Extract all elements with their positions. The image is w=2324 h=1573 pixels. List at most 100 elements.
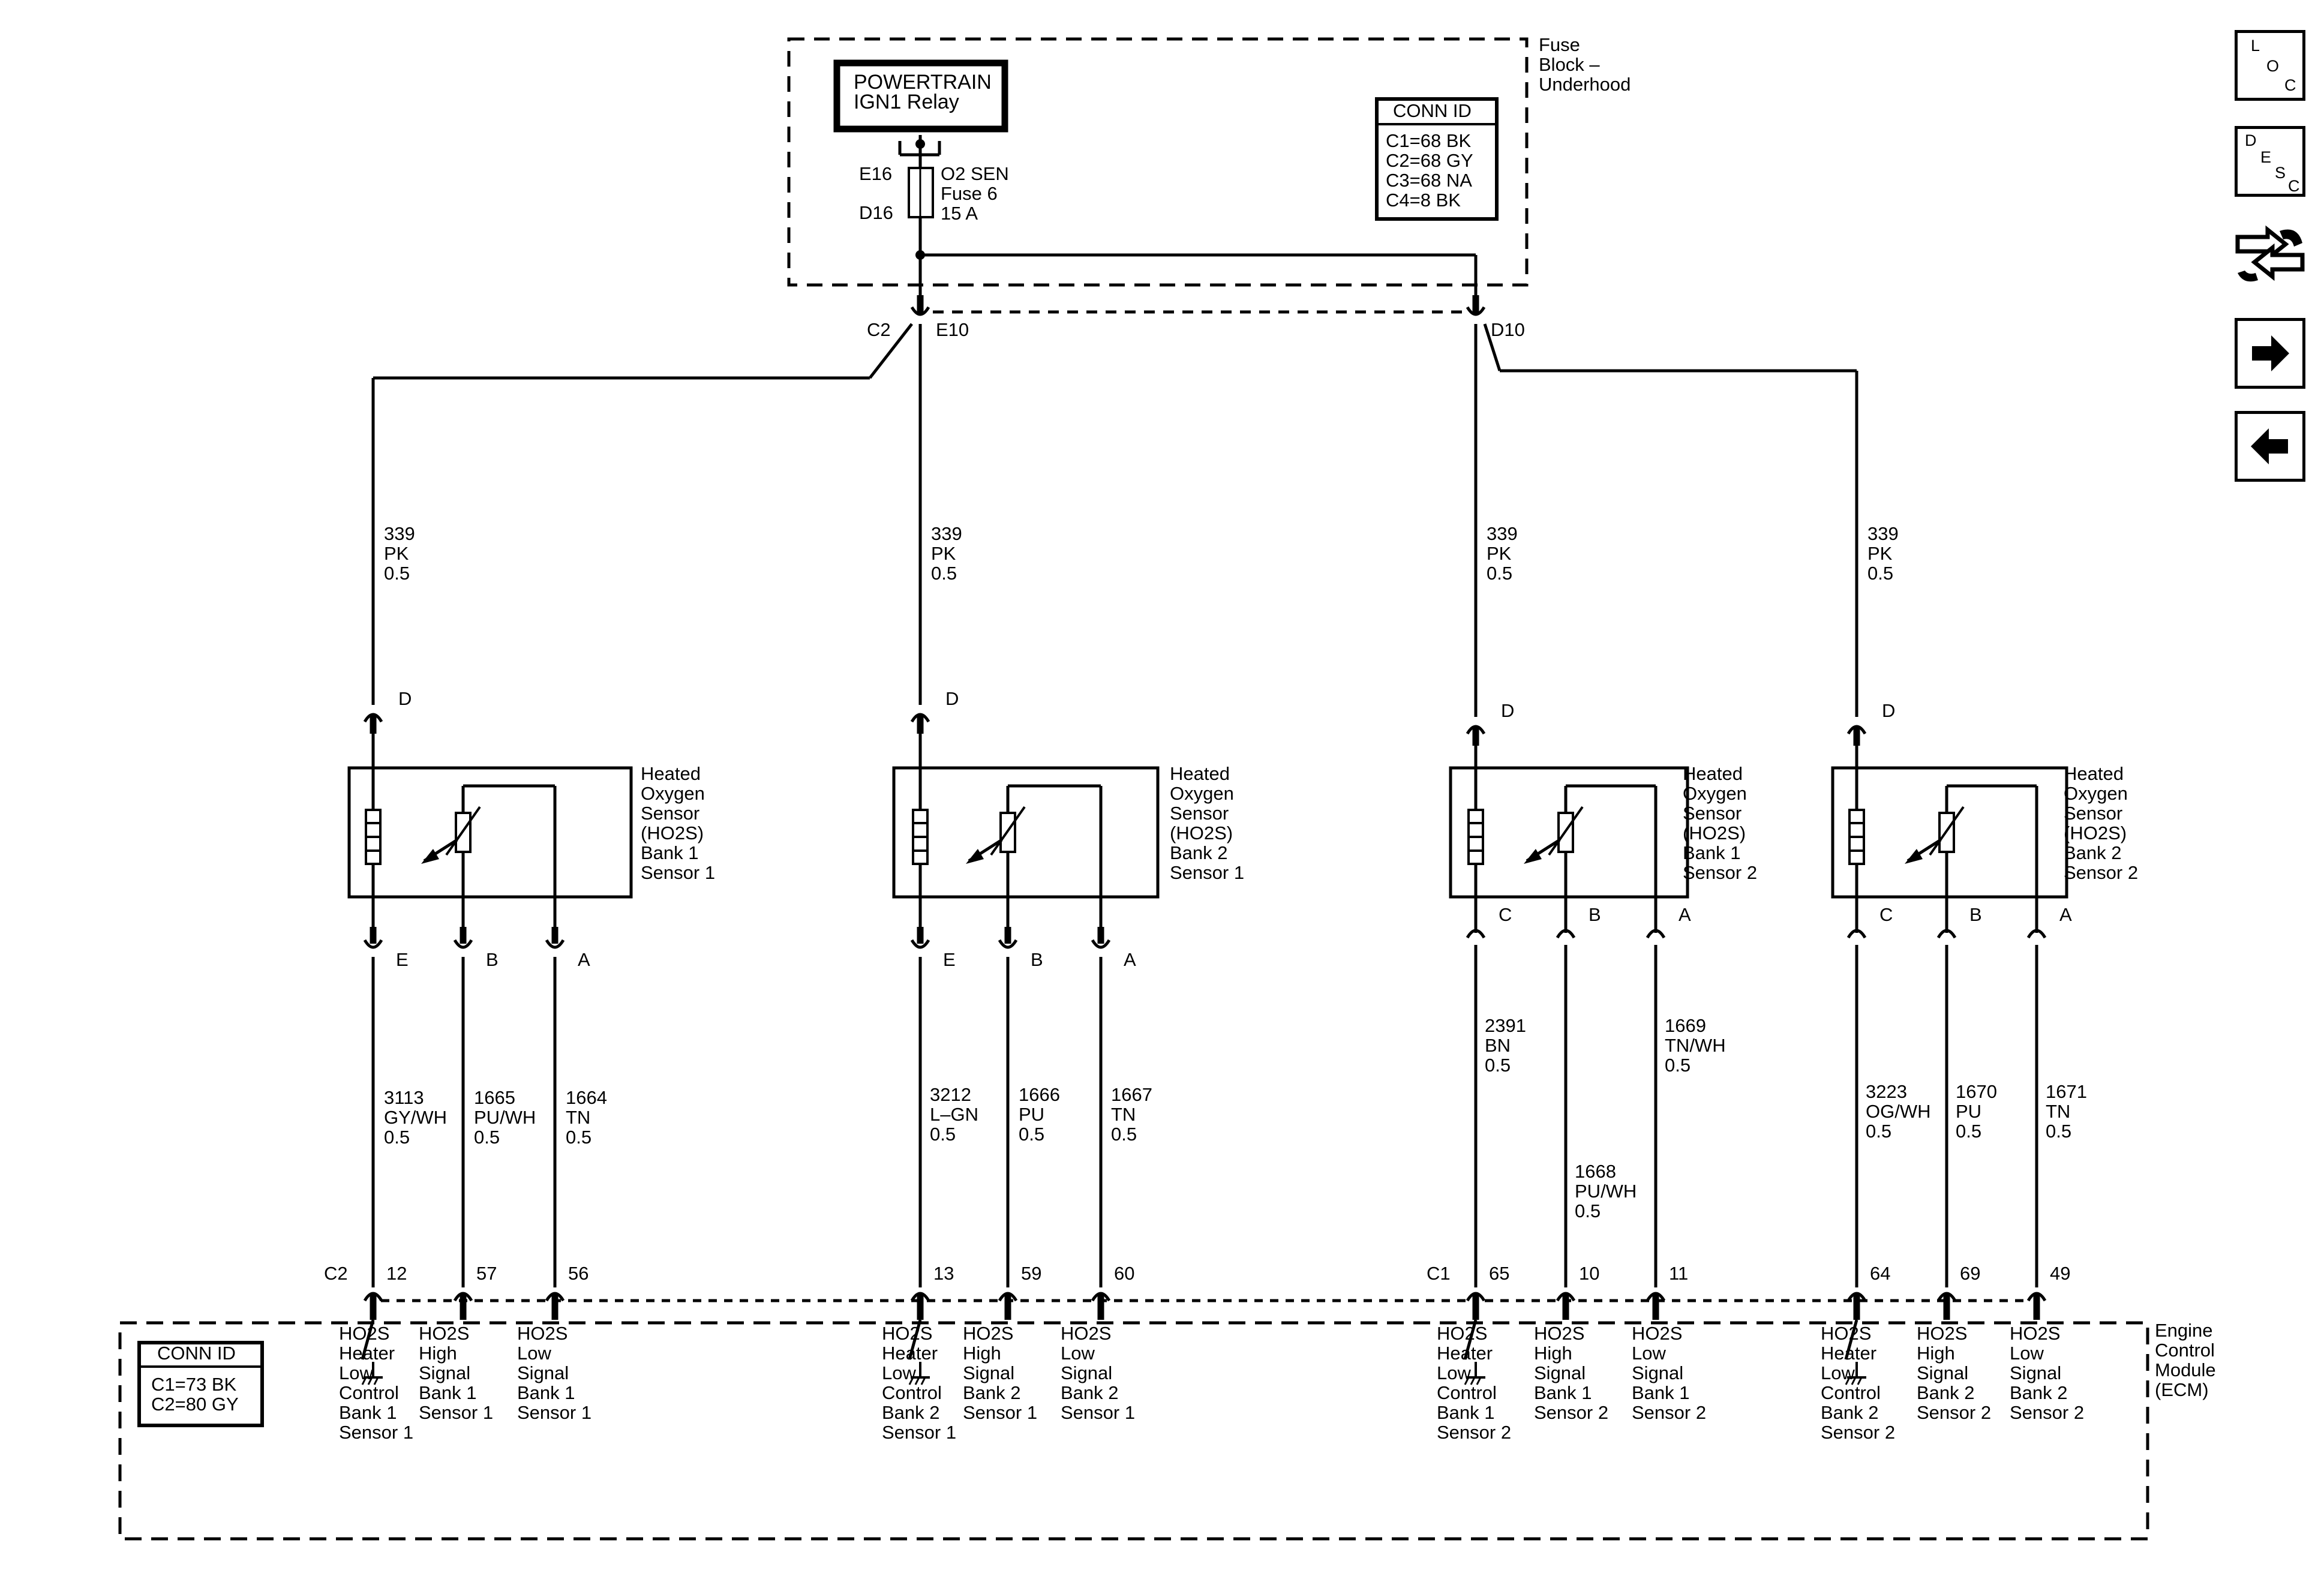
sensor-name: Bank 1 xyxy=(1683,842,1741,863)
fuse-block-label: Block – xyxy=(1539,54,1600,75)
ecm-pin-desc: Bank 1 xyxy=(1437,1402,1495,1423)
ecm-pin-desc: Bank 1 xyxy=(1632,1382,1690,1403)
fuse-label: 15 A xyxy=(941,203,978,224)
ecm-pin-label: 10 xyxy=(1579,1263,1599,1284)
pin-label: C xyxy=(1499,904,1512,925)
ground-hatch xyxy=(1464,1377,1470,1385)
sensor-box xyxy=(1831,766,2068,899)
supply-wire-label: 339 xyxy=(931,523,962,544)
ecm-pin-desc: Low xyxy=(1821,1362,1855,1383)
sensor-name: Bank 1 xyxy=(641,842,699,863)
sensor-name: Heated xyxy=(1170,763,1230,784)
sensor-name: Sensor 1 xyxy=(1170,862,1244,883)
ecm-pin-desc: High xyxy=(1917,1343,1955,1364)
supply-wire-label: 339 xyxy=(1487,523,1518,544)
ground-hatch xyxy=(920,1377,926,1385)
switch-blade xyxy=(908,1319,922,1360)
signal-wire-label: 3212 xyxy=(930,1084,971,1105)
loc-button[interactable]: L O C xyxy=(2235,30,2305,101)
pin-label: B xyxy=(1031,949,1043,970)
connector-arc xyxy=(1091,939,1111,949)
signal-wire-label: 3223 xyxy=(1866,1081,1907,1102)
sensor-name: (HO2S) xyxy=(2064,822,2127,843)
ground-hatch xyxy=(1470,1377,1476,1385)
signal-wire-label: 0.5 xyxy=(1575,1200,1601,1221)
variable-arrow xyxy=(1929,806,1965,856)
connector-arc xyxy=(545,939,565,949)
connector-arc xyxy=(910,939,930,949)
ecm-pin-label: 12 xyxy=(386,1263,407,1284)
ecm-pin-desc: Bank 2 xyxy=(1821,1402,1879,1423)
ecm-pin-desc: Bank 2 xyxy=(1061,1382,1119,1403)
relay-label: IGN1 Relay xyxy=(854,91,959,113)
pin-label: B xyxy=(486,949,499,970)
sensor-name: (HO2S) xyxy=(641,822,704,843)
arrow-left-icon xyxy=(2251,428,2288,464)
supply-wire-label: 0.5 xyxy=(384,563,410,584)
signal-wire-label: 1664 xyxy=(566,1087,607,1108)
supply-wire-label: PK xyxy=(1487,543,1512,564)
conn-id-line: C3=68 NA xyxy=(1386,170,1472,191)
signal-wire-label: BN xyxy=(1485,1035,1511,1056)
sensor-name: Sensor 2 xyxy=(2064,862,2138,883)
fuse-label: O2 SEN xyxy=(941,163,1009,184)
ecm-pin-desc: HO2S xyxy=(1534,1323,1584,1344)
sensor-name: Sensor xyxy=(1683,803,1742,824)
sensor-name: Heated xyxy=(2064,763,2124,784)
connector-arc xyxy=(998,939,1018,949)
ground-hatch xyxy=(1845,1377,1851,1385)
signal-wire-label: 0.5 xyxy=(1866,1121,1891,1142)
signal-wire-label: 3113 xyxy=(384,1087,424,1108)
ecm-pin-desc: Sensor 2 xyxy=(1437,1422,1511,1443)
sensor-arrow-head xyxy=(966,849,984,864)
signal-wire-label: 1671 xyxy=(2046,1081,2087,1102)
signal-wire-label: 0.5 xyxy=(1956,1121,1981,1142)
signal-wire-label: 2391 xyxy=(1485,1015,1526,1036)
ecm-connector-label: C1 xyxy=(1427,1263,1451,1284)
supply-wire xyxy=(869,323,913,379)
conn-id-line: C2=80 GY xyxy=(151,1394,239,1415)
supply-pin-label: D xyxy=(398,688,412,709)
arrow-right-icon xyxy=(2252,335,2289,371)
ecm-pin-desc: Sensor 1 xyxy=(963,1402,1037,1423)
relay-node xyxy=(915,139,925,149)
ecm-pin-desc: Heater xyxy=(339,1343,395,1364)
signal-wire-label: 0.5 xyxy=(474,1127,500,1148)
signal-wire-label: 0.5 xyxy=(1019,1124,1044,1145)
back-button[interactable] xyxy=(2235,411,2305,482)
connector-arc xyxy=(453,939,473,949)
ecm-pin-desc: Low xyxy=(882,1362,916,1383)
signal-wire-label: TN/WH xyxy=(1665,1035,1726,1056)
connector-pin-label: E10 xyxy=(936,319,969,340)
ecm-pin-desc: Control xyxy=(1821,1382,1881,1403)
connector-label: C2 xyxy=(867,319,891,340)
signal-wire-label: 0.5 xyxy=(1485,1055,1511,1076)
supply-connector-arc xyxy=(363,713,383,723)
wrench-arrows-icon[interactable] xyxy=(2232,213,2308,290)
next-button[interactable] xyxy=(2235,318,2305,389)
sensor-name: Oxygen xyxy=(1683,783,1747,804)
ecm-pin-desc: Low xyxy=(517,1343,551,1364)
pin-label: B xyxy=(1969,904,1982,925)
signal-wire-label: PU/WH xyxy=(474,1107,536,1128)
supply-wire-label: PK xyxy=(384,543,409,564)
supply-wire-label: PK xyxy=(931,543,956,564)
ecm-pin-label: 64 xyxy=(1870,1263,1890,1284)
sensor-arrow-head xyxy=(421,849,439,864)
ecm-pin-desc: High xyxy=(963,1343,1001,1364)
relay-label: POWERTRAIN xyxy=(854,71,992,94)
ecm-pin-desc: Heater xyxy=(882,1343,938,1364)
supply-pin-label: D xyxy=(945,688,959,709)
desc-button[interactable]: D E S C xyxy=(2235,126,2305,197)
sensor-name: Sensor xyxy=(1170,803,1229,824)
ecm-pin-desc: High xyxy=(1534,1343,1572,1364)
ground-hatch xyxy=(1857,1377,1863,1385)
ecm-pin-desc: Sensor 1 xyxy=(517,1402,591,1423)
supply-pin-label: D xyxy=(1882,700,1895,721)
powertrain-relay-box xyxy=(833,59,1008,133)
ecm-pin-desc: Bank 2 xyxy=(882,1402,940,1423)
ecm-pin-desc: Control xyxy=(1437,1382,1497,1403)
signal-wire-label: 1668 xyxy=(1575,1161,1616,1182)
sensor-arrow-head xyxy=(1905,849,1923,864)
ecm-pin-desc: Signal xyxy=(517,1362,569,1383)
